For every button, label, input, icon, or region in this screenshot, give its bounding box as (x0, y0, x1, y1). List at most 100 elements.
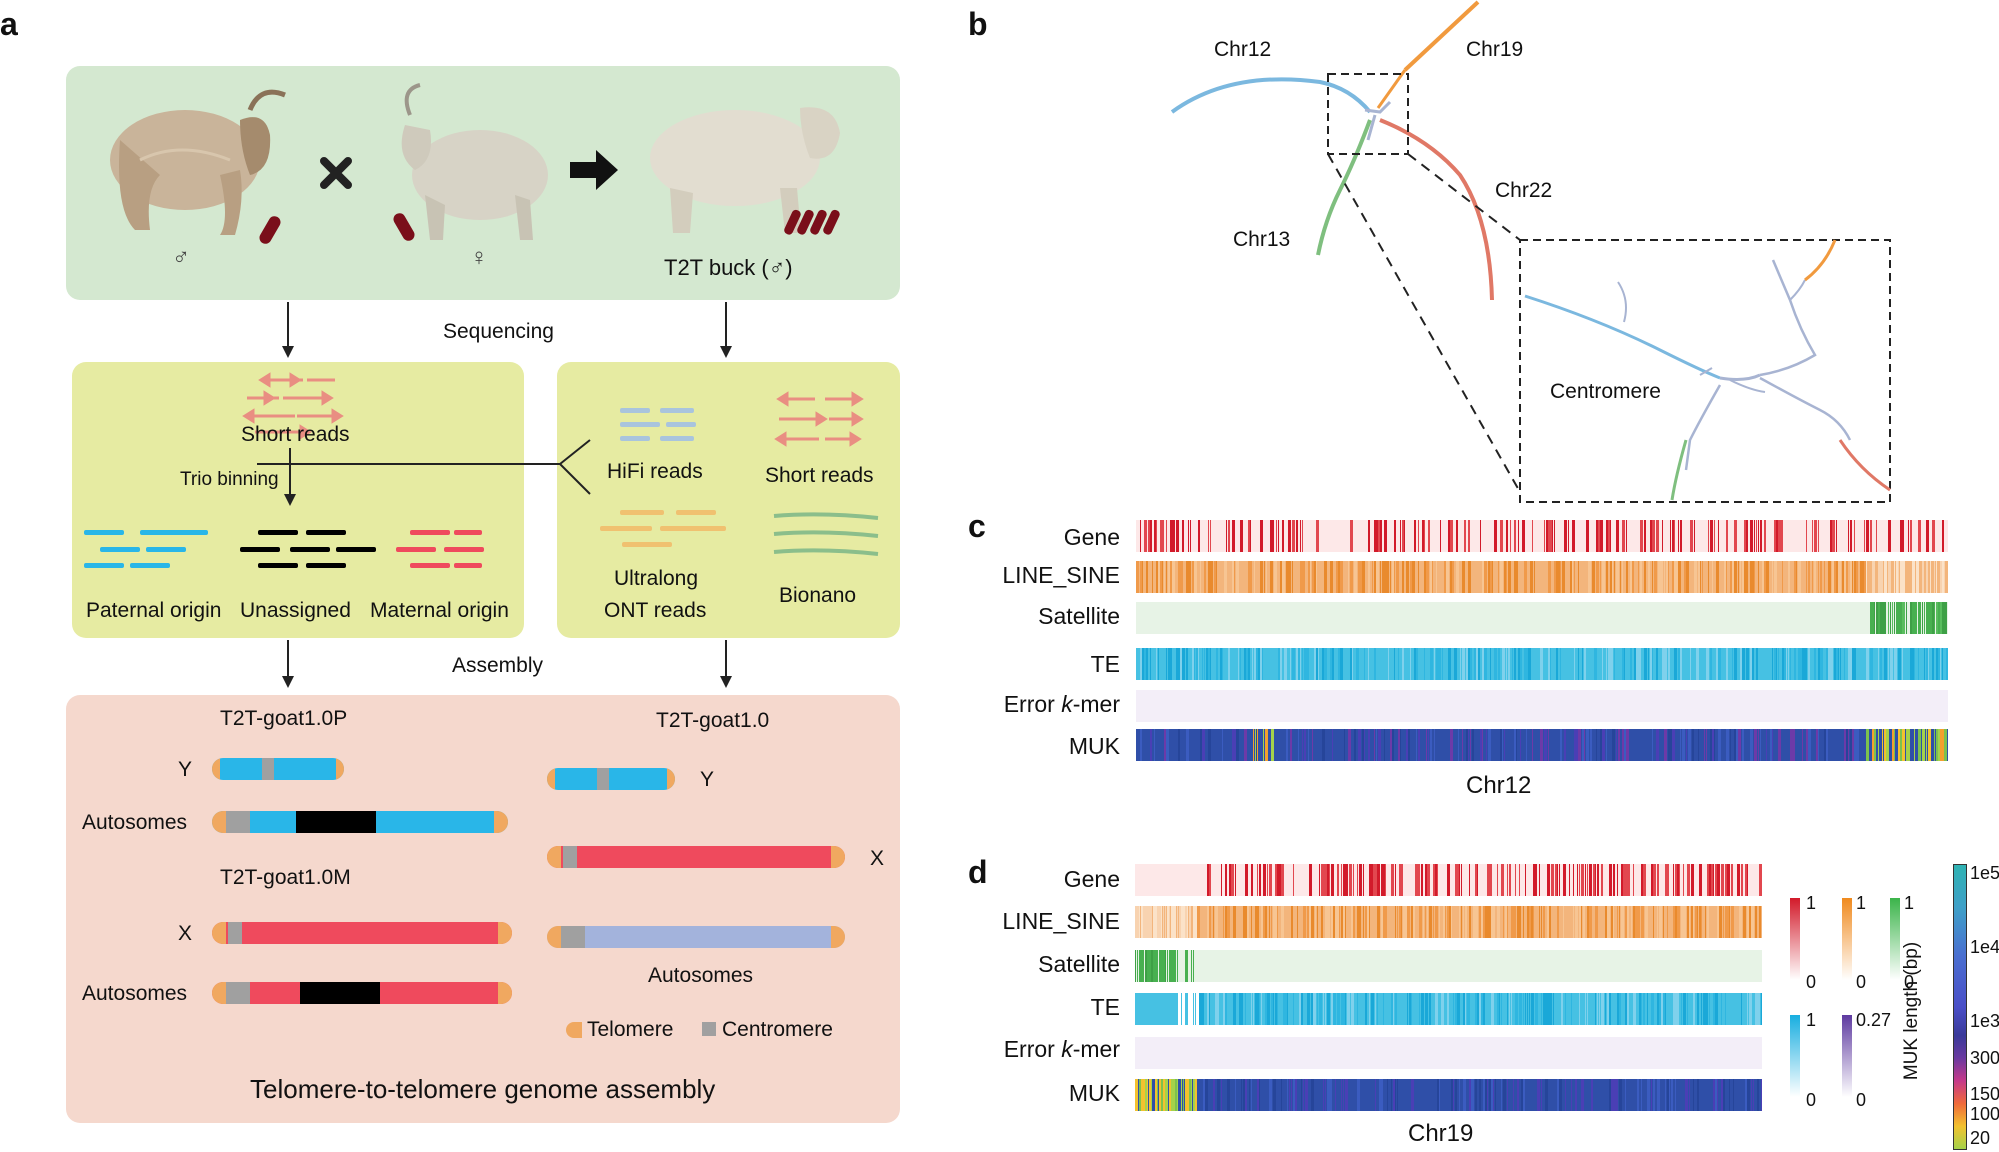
muk-stripe (1329, 1079, 1332, 1111)
panel-b-letter: b (968, 6, 988, 42)
te-stripe (1475, 993, 1477, 1025)
te-stripe (1585, 993, 1586, 1025)
te-stripe (1690, 648, 1691, 680)
gene-density-stripe (1281, 864, 1284, 896)
muk-stripe (1390, 729, 1392, 761)
te-stripe (1840, 648, 1841, 680)
line-sine-stripe (1264, 561, 1265, 593)
te-stripe (1742, 648, 1745, 680)
te-stripe (1607, 993, 1609, 1025)
c-satellite-track (1136, 602, 1948, 634)
gene-density-stripe (1737, 864, 1740, 896)
line-sine-stripe (1640, 561, 1642, 593)
muk-stripe (1222, 729, 1223, 761)
line-sine-stripe (1916, 561, 1919, 593)
line-sine-stripe (1374, 561, 1376, 593)
line-sine-stripe (1548, 561, 1550, 593)
te-colorbar-min: 0 (1806, 1090, 1817, 1110)
te-stripe (1757, 993, 1760, 1025)
te-stripe (1357, 993, 1358, 1025)
gene-density-stripe (1277, 864, 1279, 896)
te-stripe (1317, 993, 1318, 1025)
te-stripe (1206, 648, 1208, 680)
muk-stripe (1946, 729, 1947, 761)
muk-stripe (1584, 729, 1585, 761)
line-sine-stripe (1605, 906, 1608, 938)
gene-density-stripe (1653, 864, 1656, 896)
satellite-stripe (1155, 950, 1158, 982)
muk-stripe (1637, 1079, 1639, 1111)
gene-density-stripe (1371, 864, 1373, 896)
te-stripe (1258, 648, 1261, 680)
gene-density-stripe (1680, 520, 1682, 552)
centromere-legend-label: Centromere (722, 1018, 833, 1041)
muk-stripe (1487, 1079, 1488, 1111)
muk-stripe (1470, 729, 1471, 761)
te-stripe (1190, 993, 1192, 1025)
line-sine-stripe (1450, 561, 1453, 593)
gene-density-stripe (1641, 864, 1644, 896)
gene-density-stripe (1816, 520, 1817, 552)
te-stripe (1648, 648, 1649, 680)
line-sine-stripe (1383, 906, 1386, 938)
te-stripe (1663, 993, 1665, 1025)
d-te-label: TE (1090, 994, 1120, 1020)
te-stripe (1696, 648, 1698, 680)
te-stripe (1299, 993, 1301, 1025)
gene-density-stripe (1509, 864, 1511, 896)
gene-density-stripe (1708, 520, 1709, 552)
c-error-kmer-track (1136, 690, 1948, 722)
te-stripe (1447, 993, 1449, 1025)
line-sine-stripe (1600, 561, 1601, 593)
line-sine-stripe (1459, 906, 1460, 938)
muk-stripe (1591, 1079, 1593, 1111)
line-sine-stripe (1197, 906, 1200, 938)
muk-stripe (1564, 729, 1566, 761)
te-stripe (1718, 648, 1721, 680)
muk-stripe (1698, 729, 1699, 761)
te-stripe (1292, 648, 1295, 680)
line-sine-stripe (1444, 561, 1447, 593)
gene-density-stripe (1369, 864, 1371, 896)
line-sine-stripe (1502, 561, 1503, 593)
te-stripe (1697, 993, 1699, 1025)
muk-stripe (1341, 1079, 1342, 1111)
te-stripe (1409, 993, 1412, 1025)
line-sine-stripe (1684, 561, 1686, 593)
line-sine-stripe (1489, 906, 1491, 938)
line-sine-stripe (1254, 561, 1255, 593)
gene-density-stripe (1834, 520, 1835, 552)
te-stripe (1650, 648, 1653, 680)
muk-stripe (1761, 1079, 1762, 1111)
muk-stripe (1189, 1079, 1192, 1111)
muk-stripe (1560, 729, 1562, 761)
line-sine-stripe (1283, 906, 1284, 938)
muk-stripe (1217, 1079, 1220, 1111)
line-sine-stripe (1139, 906, 1140, 938)
te-stripe (1470, 648, 1472, 680)
te-stripe (1565, 993, 1566, 1025)
gene-density-stripe (1699, 864, 1702, 896)
te-stripe (1494, 648, 1497, 680)
muk-stripe (1265, 729, 1267, 761)
muk-stripe (1243, 1079, 1245, 1111)
line-sine-stripe (1270, 561, 1273, 593)
muk-stripe (1924, 729, 1925, 761)
muk-stripe (1305, 1079, 1308, 1111)
te-stripe (1184, 993, 1185, 1025)
muk-stripe (1145, 1079, 1147, 1111)
satellite-stripe (1193, 950, 1194, 982)
muk-stripe (1362, 729, 1364, 761)
te-stripe (1596, 648, 1597, 680)
muk-stripe (1778, 729, 1781, 761)
line-sine-stripe (1357, 906, 1360, 938)
muk-stripe (1665, 1079, 1666, 1111)
muk-stripe (1641, 1079, 1642, 1111)
gene-density-stripe (1597, 864, 1599, 896)
line-sine-stripe (1808, 561, 1810, 593)
line-sine-stripe (1243, 906, 1245, 938)
line-sine-stripe (1727, 906, 1730, 938)
telomere-legend-icon (566, 1022, 582, 1038)
arrow-right-icon (570, 150, 618, 190)
line-sine-stripe (1227, 906, 1230, 938)
